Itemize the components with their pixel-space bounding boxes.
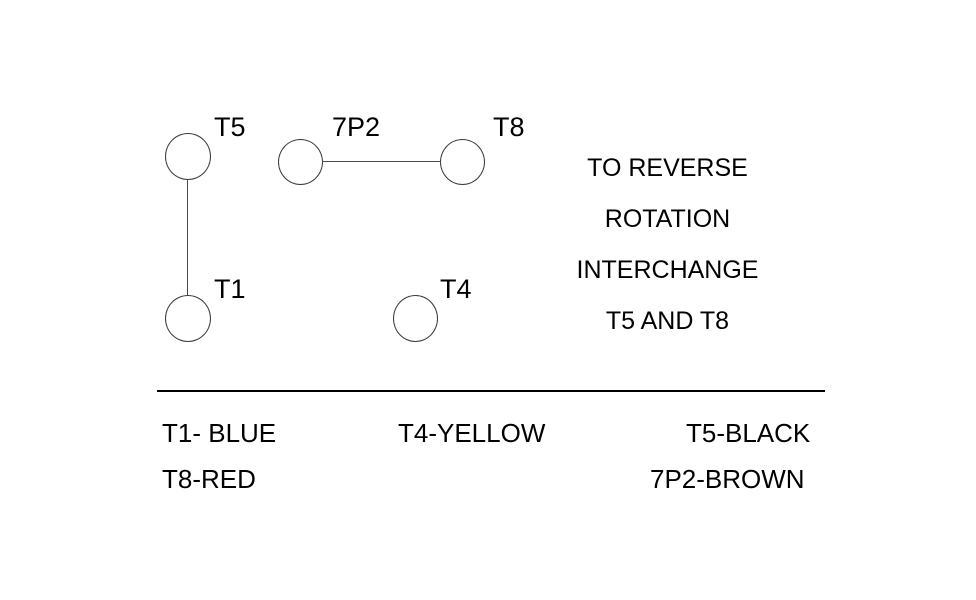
terminal-label-t8: T8 bbox=[493, 112, 525, 142]
terminal-label-t1: T1 bbox=[214, 274, 246, 304]
legend-divider-rule bbox=[157, 390, 825, 392]
note-line-4: T5 AND T8 bbox=[605, 307, 730, 335]
terminal-circle-t5 bbox=[165, 133, 211, 180]
terminal-circle-t8 bbox=[440, 139, 485, 185]
terminal-label-7p2: 7P2 bbox=[332, 112, 381, 142]
legend-entry-t8: T8-RED bbox=[162, 464, 256, 494]
terminal-label-t5: T5 bbox=[214, 112, 246, 142]
connection-line-t5-t1 bbox=[187, 180, 188, 295]
terminal-circle-t1 bbox=[165, 295, 211, 342]
legend-entry-t4: T4-YELLOW bbox=[398, 418, 546, 448]
note-line-2: ROTATION bbox=[604, 205, 731, 233]
legend-entry-7p2: 7P2-BROWN bbox=[650, 464, 805, 494]
reverse-rotation-note: TO REVERSE ROTATION INTERCHANGE T5 AND T… bbox=[540, 143, 795, 347]
terminal-circle-t4 bbox=[393, 295, 438, 342]
legend-entry-t1: T1- BLUE bbox=[162, 418, 277, 448]
note-line-1: TO REVERSE bbox=[587, 154, 748, 182]
terminal-circle-7p2 bbox=[278, 139, 323, 185]
terminal-label-t4: T4 bbox=[440, 274, 472, 304]
note-line-3: INTERCHANGE bbox=[576, 256, 759, 284]
legend-entry-t5: T5-BLACK bbox=[686, 418, 811, 448]
connection-line-7p2-t8 bbox=[322, 161, 441, 162]
